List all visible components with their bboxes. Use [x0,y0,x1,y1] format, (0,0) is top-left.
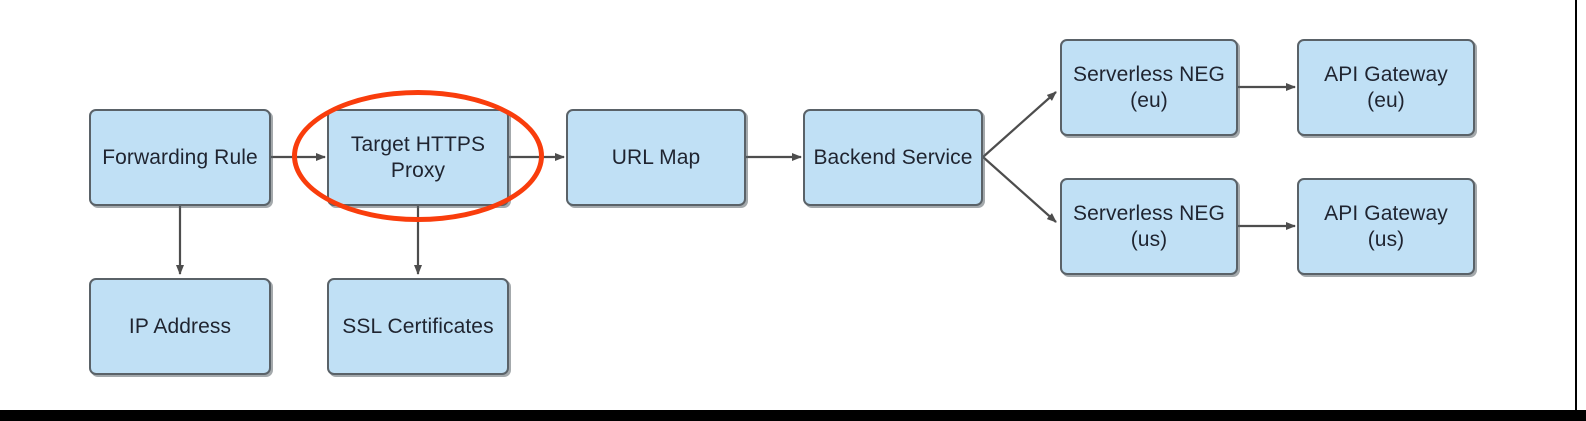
node-url-map[interactable]: URL Map [566,109,746,206]
node-label-api-gateway-eu: API Gateway (eu) [1324,62,1448,112]
node-backend-service[interactable]: Backend Service [803,109,983,206]
node-label-serverless-neg-eu: Serverless NEG (eu) [1073,62,1225,112]
node-label-ssl-certificates: SSL Certificates [342,314,494,338]
node-ssl-certificates[interactable]: SSL Certificates [327,278,509,375]
node-forwarding-rule[interactable]: Forwarding Rule [89,109,271,206]
edge-backend-to-neg-us [982,156,1057,223]
node-serverless-neg-us[interactable]: Serverless NEG (us) [1060,178,1238,275]
node-api-gateway-us[interactable]: API Gateway (us) [1297,178,1475,275]
node-serverless-neg-eu[interactable]: Serverless NEG (eu) [1060,39,1238,136]
frame-right-border [1575,0,1577,412]
node-ip-address[interactable]: IP Address [89,278,271,375]
node-label-backend-service: Backend Service [813,145,973,169]
node-label-url-map: URL Map [611,145,701,169]
node-label-serverless-neg-us: Serverless NEG (us) [1073,201,1225,251]
node-label-api-gateway-us: API Gateway (us) [1324,201,1448,251]
edge-backend-to-neg-eu [982,91,1057,158]
node-label-forwarding-rule: Forwarding Rule [102,145,258,169]
node-api-gateway-eu[interactable]: API Gateway (eu) [1297,39,1475,136]
highlight-ellipse-target-https-proxy [292,90,544,222]
node-label-ip-address: IP Address [128,314,232,338]
frame-bottom-border [0,410,1586,421]
